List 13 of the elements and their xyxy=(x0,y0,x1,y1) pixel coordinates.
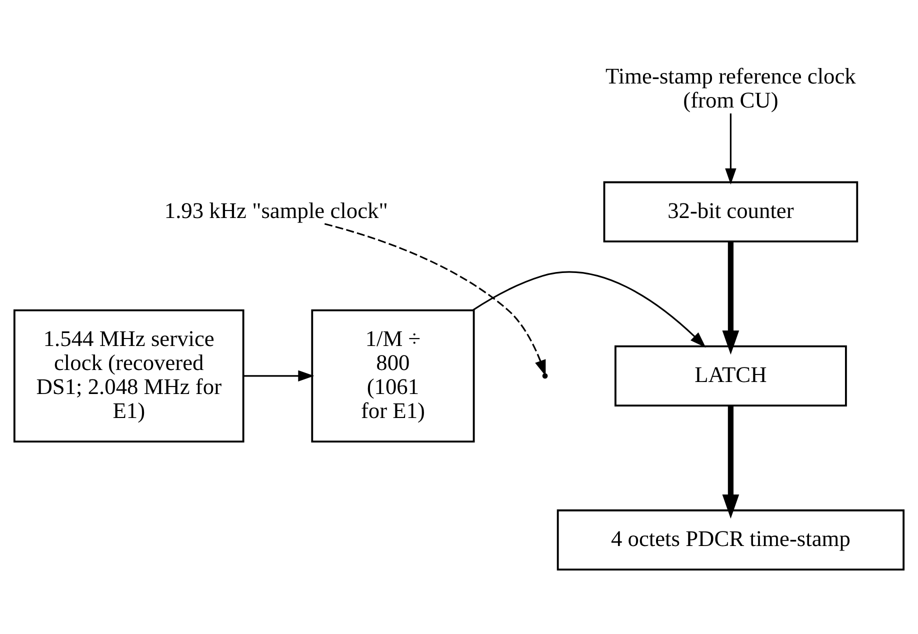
node-box: 4 octets PDCR time-stamp xyxy=(556,508,905,570)
arrow xyxy=(722,240,740,354)
arrow xyxy=(725,112,736,184)
arrow xyxy=(243,370,314,382)
node-box: LATCH xyxy=(614,344,847,406)
arrow xyxy=(324,222,546,376)
node-box: 1.544 MHz service clock (recovered DS1; 2.048 MHz for E1) xyxy=(13,308,244,442)
node-text: 1.93 kHz "sample clock" xyxy=(164,197,388,222)
arrow xyxy=(722,405,740,518)
node-box: 32-bit counter xyxy=(603,180,858,242)
arrow xyxy=(472,270,706,348)
node-text: Time-stamp reference clock (from CU) xyxy=(606,62,856,112)
node-box: 1/M ÷ 800 (1061 for E1) xyxy=(311,308,475,442)
